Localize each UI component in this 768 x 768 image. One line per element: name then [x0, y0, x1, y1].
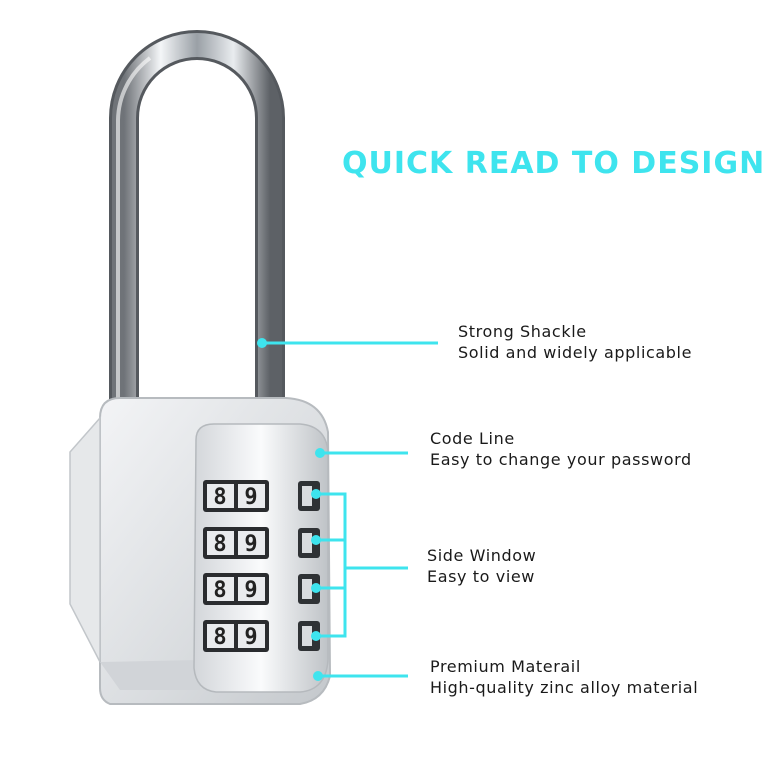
- side-windows: [298, 481, 320, 651]
- lock-body: [69, 397, 332, 705]
- callout-subtitle: Easy to change your password: [430, 450, 692, 469]
- callout-title: Strong Shackle: [458, 322, 587, 341]
- callout-subtitle: Solid and widely applicable: [458, 343, 693, 362]
- shackle: [109, 30, 285, 410]
- callout-strong-shackle: Strong Shackle Solid and widely applicab…: [458, 321, 692, 363]
- dial-digit: 9: [244, 485, 257, 510]
- dial-windows: [203, 480, 269, 652]
- dial-window: [203, 620, 269, 652]
- dial-digit: 8: [213, 485, 226, 510]
- dial-digit: 8: [213, 532, 226, 557]
- callout-subtitle: Easy to view: [427, 567, 535, 586]
- callout-leaders: [262, 341, 438, 678]
- callout-title: Side Window: [427, 546, 537, 565]
- dial-window: [203, 527, 269, 559]
- dial-digit: 9: [244, 578, 257, 603]
- callout-subtitle: High-quality zinc alloy material: [430, 678, 699, 697]
- dial-digit: 8: [213, 578, 226, 603]
- callout-dots: [257, 338, 325, 681]
- callout-title: Premium Materail: [430, 657, 581, 676]
- callout-premium-material: Premium Materail High-quality zinc alloy…: [430, 656, 698, 698]
- headline: QUICK READ TO DESIGN: [342, 146, 766, 181]
- dial-digit: 9: [244, 532, 257, 557]
- callout-code-line: Code Line Easy to change your password: [430, 428, 692, 470]
- callout-title: Code Line: [430, 429, 515, 448]
- dial-digit: 9: [244, 625, 257, 650]
- dial-window: [203, 480, 269, 512]
- callout-side-window: Side Window Easy to view: [427, 545, 536, 587]
- dial-window: [203, 573, 269, 605]
- dial-digit: 8: [213, 625, 226, 650]
